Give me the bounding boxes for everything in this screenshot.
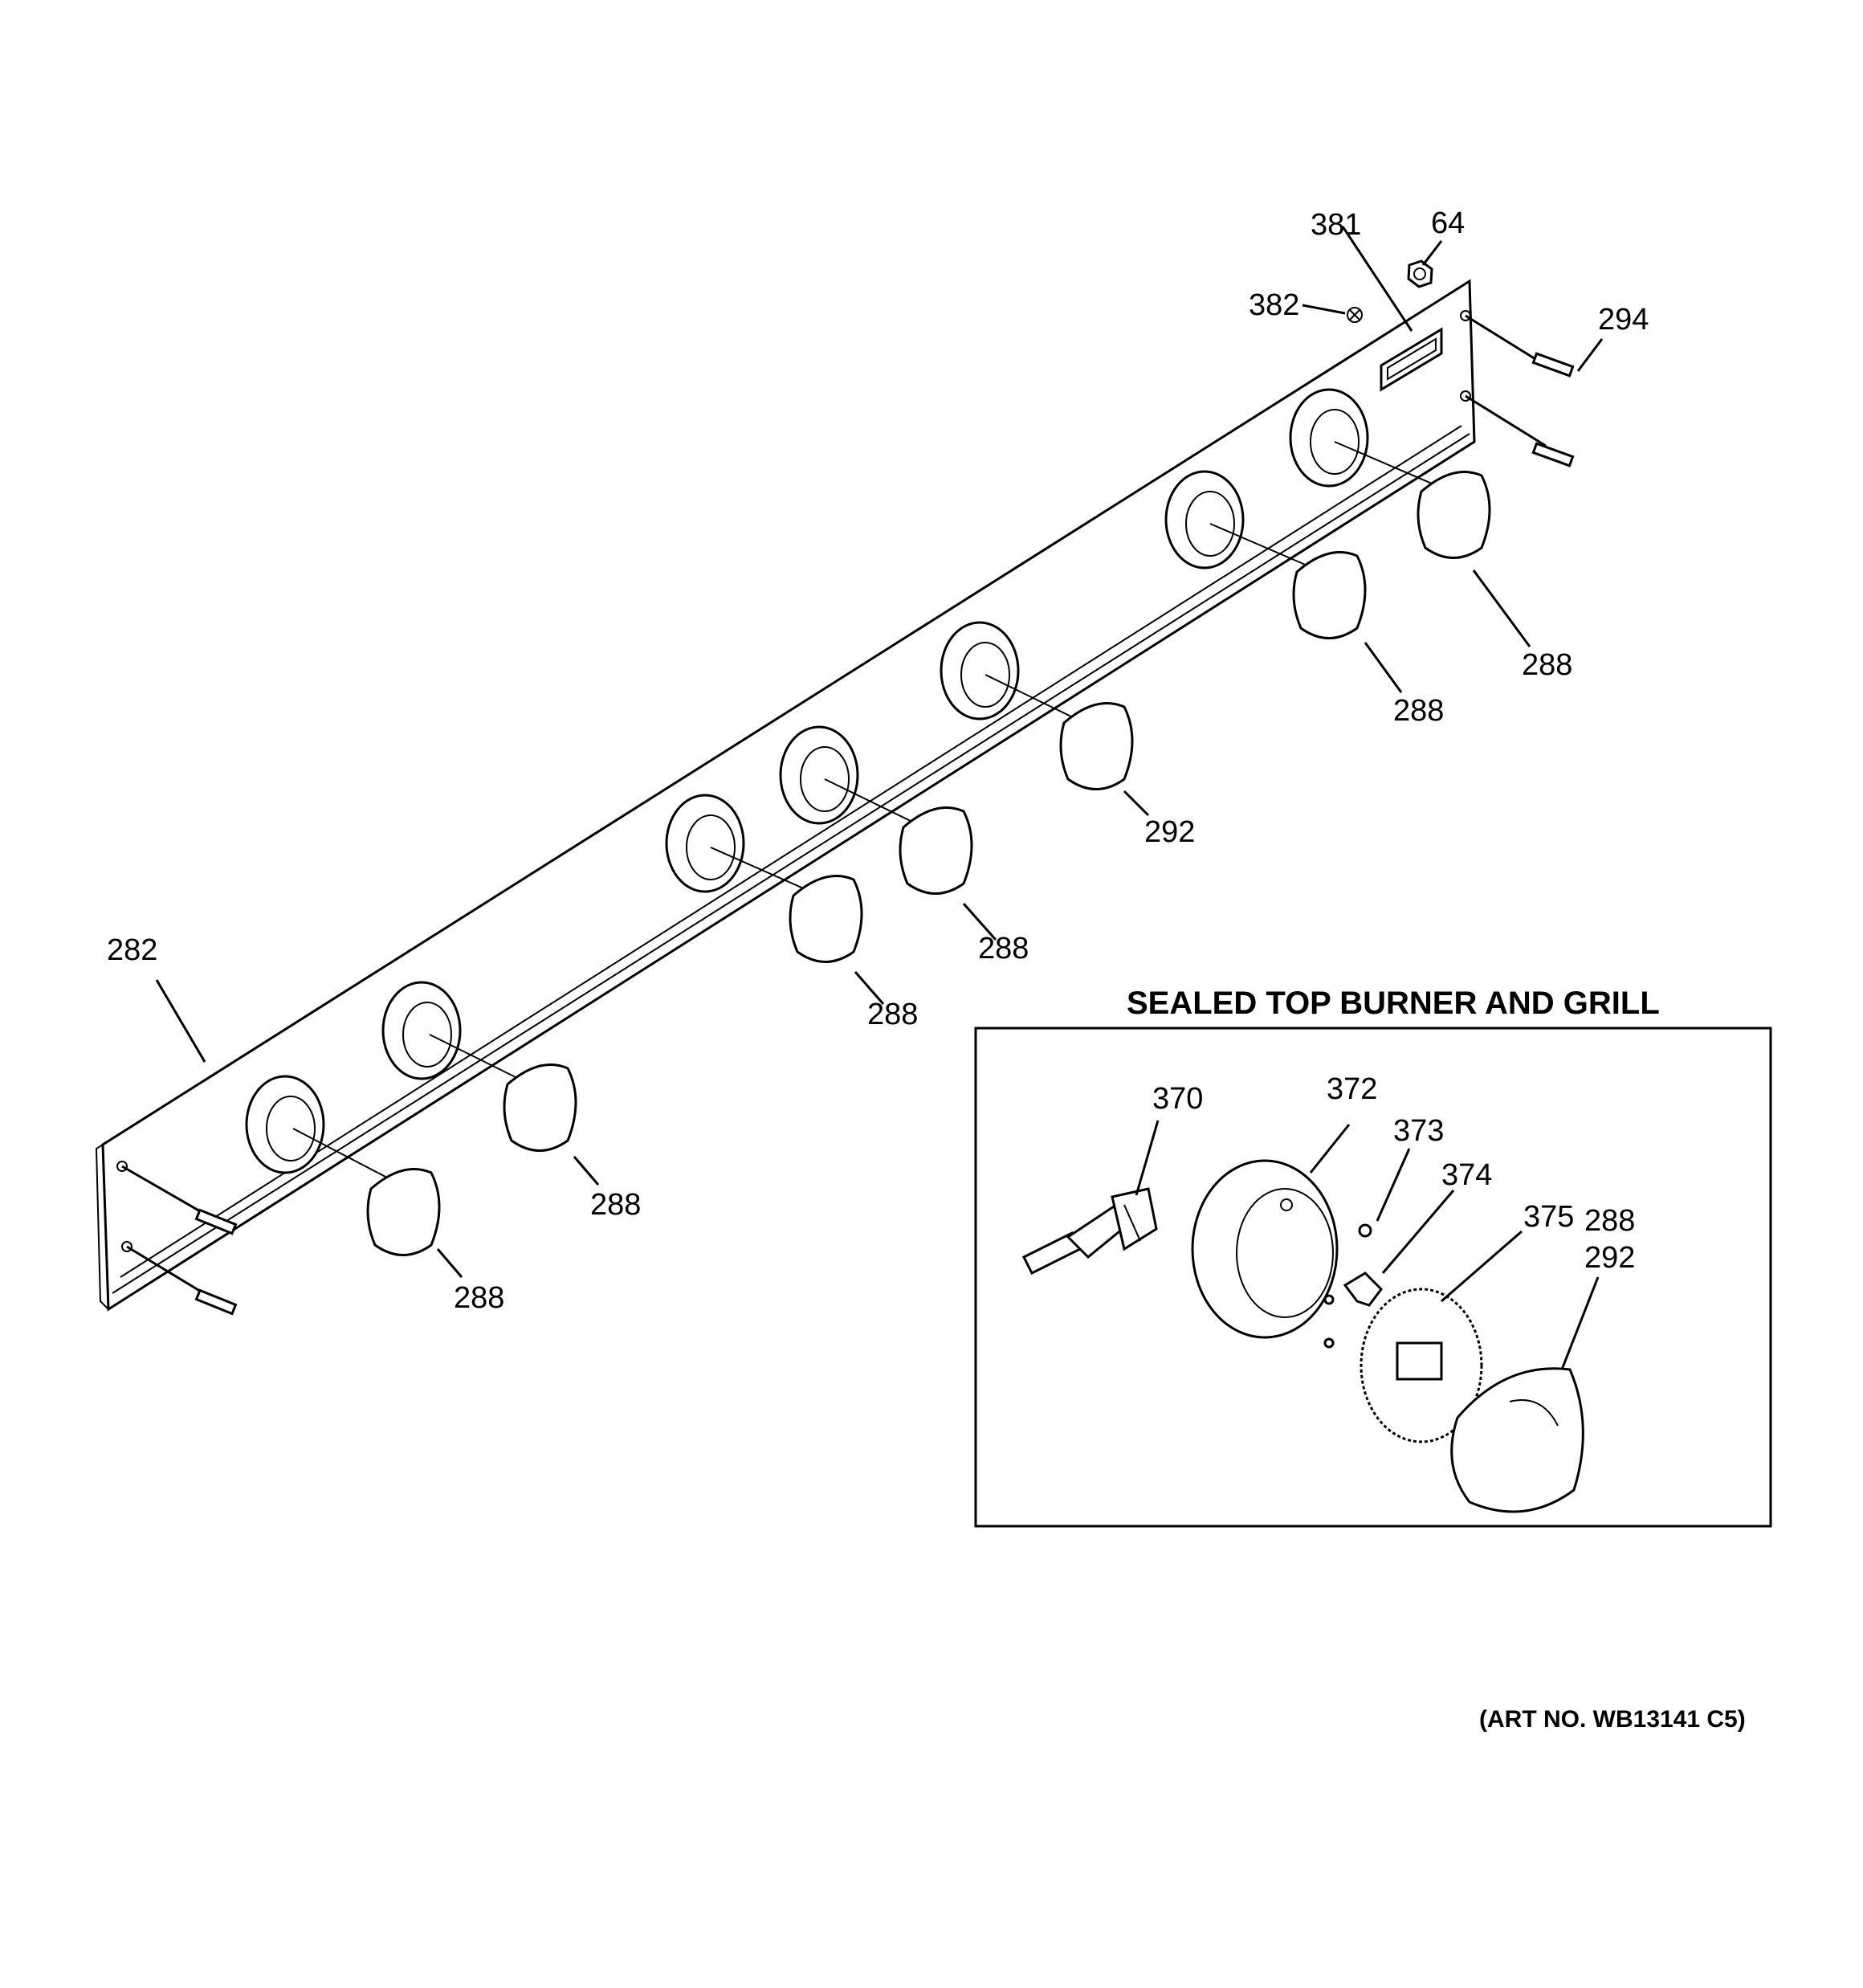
gear-375 (1360, 1288, 1483, 1443)
screws-294 (1465, 314, 1575, 467)
knob (1292, 551, 1367, 639)
knobs (366, 471, 1491, 1256)
inset-frame (974, 1027, 1772, 1528)
nameplate-381 (1380, 327, 1443, 392)
bezel-ring (245, 1075, 325, 1174)
callout-288: 288 (1393, 694, 1444, 728)
screws-left (121, 1165, 238, 1316)
bezel-ring (1164, 470, 1245, 569)
callout-372: 372 (1327, 1072, 1377, 1106)
clip-374 (1343, 1272, 1383, 1307)
callout-288: 288 (454, 1281, 504, 1315)
bezel-ring (1289, 388, 1369, 488)
callout-374: 374 (1441, 1158, 1492, 1192)
bezel-ring (940, 621, 1020, 720)
leader-lines (155, 226, 1604, 1278)
ignition-switch-370 (1021, 1187, 1158, 1276)
callout-382: 382 (1249, 288, 1299, 322)
callout-381: 381 (1311, 208, 1361, 242)
knob (1059, 702, 1134, 790)
knob (503, 1063, 577, 1152)
bezel-372 (1191, 1159, 1339, 1339)
knob (366, 1168, 441, 1256)
callout-288: 288 (1584, 1204, 1635, 1238)
bezel-ring (381, 981, 462, 1080)
shaft-lines (292, 441, 1438, 1178)
bezel-ring (779, 725, 859, 825)
bezel-ring (665, 794, 745, 893)
bezel-rings (245, 388, 1369, 1174)
callout-292: 292 (1584, 1241, 1635, 1275)
callout-282: 282 (107, 933, 157, 967)
art-number: (ART NO. WB13141 C5) (1479, 1706, 1746, 1733)
callout-375: 375 (1523, 1200, 1574, 1234)
callout-370: 370 (1152, 1082, 1203, 1116)
knob (899, 806, 973, 895)
callout-288: 288 (590, 1188, 641, 1222)
knob (789, 875, 863, 963)
knob (1417, 471, 1491, 559)
callout-294: 294 (1598, 303, 1649, 337)
nut-64 (1407, 259, 1433, 288)
inset-title: SEALED TOP BURNER AND GRILL (1127, 986, 1660, 1021)
inset-leader-lines (1135, 1120, 1600, 1370)
callout-288: 288 (978, 932, 1029, 965)
callout-292: 292 (1144, 815, 1195, 849)
screw-373 (1323, 1223, 1372, 1349)
callout-288: 288 (867, 998, 918, 1031)
knob-288-292 (1450, 1367, 1584, 1513)
callout-288: 288 (1522, 648, 1572, 682)
callout-373: 373 (1393, 1114, 1444, 1148)
callout-64: 64 (1431, 206, 1465, 240)
clip-382 (1347, 307, 1363, 323)
